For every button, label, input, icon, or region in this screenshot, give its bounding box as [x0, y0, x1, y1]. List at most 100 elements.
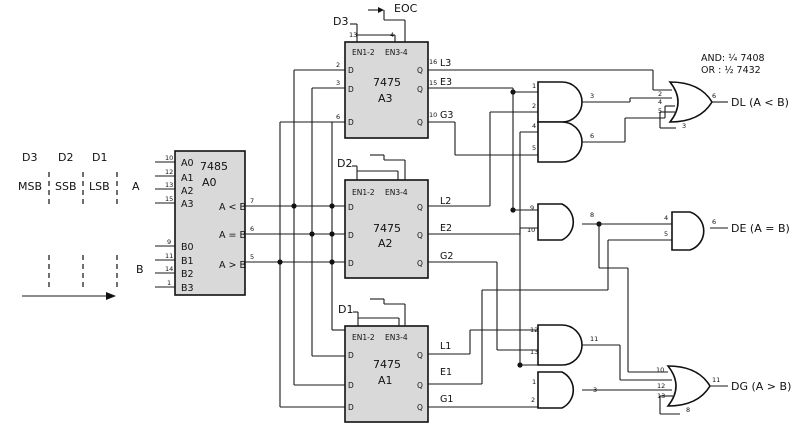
latch-a1-e1: E1: [440, 367, 452, 378]
pin-b2: B2: [181, 269, 194, 280]
and-gate-de: [671, 211, 705, 251]
direction-arrow: [22, 292, 116, 300]
and4-pin11: 11: [590, 335, 598, 343]
latch-a3: EN1-2 EN3-4 7475 A3 D D D Q Q Q: [344, 41, 429, 139]
de-pin6: 6: [712, 218, 716, 226]
latch-a1-output-wires: [428, 239, 672, 408]
pin-b1: B1: [181, 256, 194, 267]
latch-a2-l2: L2: [440, 196, 451, 207]
latch-a3-pin6: 6: [336, 113, 340, 121]
latch-a2-q2: Q: [417, 231, 423, 240]
latch-a3-d2: D: [348, 85, 354, 94]
out-eq-label: A = B: [219, 230, 246, 241]
latch-a3-pin4: 4: [390, 31, 394, 39]
d1-header: D1: [92, 151, 107, 164]
and2-pin5: 5: [532, 144, 536, 152]
and1-pin2: 2: [532, 102, 536, 110]
latch-a3-pin2: 2: [336, 61, 340, 69]
pin-num-b1: 11: [165, 252, 173, 260]
pin-num-lt: 7: [250, 197, 254, 205]
junction-dots: [277, 89, 602, 368]
pin-b3: B3: [181, 283, 194, 294]
pin-num-b3: 1: [167, 279, 171, 287]
legend-or: OR : ½ 7432: [701, 65, 761, 76]
latch-a1-q2: Q: [417, 381, 423, 390]
latch-a3-en12: EN1-2: [352, 48, 375, 57]
input-dividers: [48, 172, 118, 290]
comparator-ref: A0: [202, 176, 217, 189]
and3-pin9: 9: [530, 204, 534, 212]
latch-a3-pin15: 15: [429, 79, 437, 87]
latch-a3-g3: G3: [440, 110, 453, 121]
and4-pin13: 13: [530, 348, 538, 356]
latch-a1-part: 7475: [373, 358, 401, 371]
latch-a3-pin10: 10: [429, 111, 437, 119]
or-dl-pin6: 6: [712, 92, 716, 100]
a-input-label: A: [132, 180, 140, 193]
latch-a3-d3: D: [348, 118, 354, 127]
or-dl-pin3: 3: [682, 122, 686, 130]
ssb-label: SSB: [55, 180, 77, 193]
latch-a2-ref: A2: [378, 237, 393, 250]
latch-a2-d2: D: [348, 231, 354, 240]
latch-a2-d1: D: [348, 203, 354, 212]
pin-a1: A1: [181, 173, 194, 184]
latch-a2-e2: E2: [440, 223, 452, 234]
and1-pin1: 1: [532, 82, 536, 90]
latch-a1-q1: Q: [417, 351, 423, 360]
latch-a2-en34: EN3-4: [385, 188, 408, 197]
comparator-7485: 7485 A0 A0 A1 A2 A3 B0 B1 B2 B3 A < B A …: [174, 150, 246, 296]
or-dg-pin12: 12: [657, 382, 665, 390]
latch-a2-d-input: D2: [337, 157, 352, 170]
and3-pin8: 8: [590, 211, 594, 219]
latch-a3-q3: Q: [417, 118, 423, 127]
latch-a1-en12: EN1-2: [352, 333, 375, 342]
pin-num-a0: 10: [165, 154, 173, 162]
and-gate-5: [537, 371, 575, 409]
and-gate-1: [537, 81, 583, 123]
pin-a3: A3: [181, 199, 194, 210]
latch-a3-pin16: 16: [429, 58, 437, 66]
output-dg: DG (A > B): [731, 380, 791, 393]
pin-a2: A2: [181, 186, 194, 197]
pin-num-a2: 13: [165, 181, 173, 189]
or-dg-pin10: 10: [656, 366, 664, 374]
latch-a1: EN1-2 EN3-4 7475 A1 D D D Q Q Q: [344, 325, 429, 423]
latch-a2-q1: Q: [417, 203, 423, 212]
latch-a3-l3: L3: [440, 58, 451, 69]
latch-a3-pin3: 3: [336, 79, 340, 87]
latch-a3-ref: A3: [378, 92, 393, 105]
latch-a3-d-input: D3: [333, 15, 348, 28]
or-dl-pin2: 2: [658, 90, 662, 98]
latch-a2-part: 7475: [373, 222, 401, 235]
latch-a3-output-wires: [428, 69, 672, 210]
and5-pin1: 1: [532, 378, 536, 386]
output-de: DE (A = B): [731, 222, 790, 235]
lsb-label: LSB: [89, 180, 110, 193]
eoc-marker: [368, 7, 406, 42]
eoc-label: EOC: [394, 2, 418, 15]
latch-a2-q3: Q: [417, 259, 423, 268]
output-dl: DL (A < B): [731, 96, 789, 109]
latch-a1-d1: D: [348, 351, 354, 360]
latch-a1-en34: EN3-4: [385, 333, 408, 342]
latch-a1-l1: L1: [440, 341, 451, 352]
d3-header: D3: [22, 151, 37, 164]
latch-a2-output-wires: [428, 111, 538, 351]
latch-a2: EN1-2 EN3-4 7475 A2 D D D Q Q Q: [344, 179, 429, 279]
or-dl-pin5: 5: [658, 107, 662, 115]
or-dg-pin8: 8: [686, 406, 690, 414]
and2-pin6: 6: [590, 132, 594, 140]
pin-num-b2: 14: [165, 265, 173, 273]
or-dl-pin4: 4: [658, 98, 662, 106]
pin-a0: A0: [181, 158, 194, 169]
d2-header: D2: [58, 151, 73, 164]
pin-num-a1: 12: [165, 168, 173, 176]
and-gate-4: [537, 324, 583, 366]
and2-pin4: 4: [532, 122, 536, 130]
pin-num-b0: 9: [167, 238, 171, 246]
de-pin4: 4: [664, 214, 668, 222]
latch-a3-en34: EN3-4: [385, 48, 408, 57]
latch-a3-part: 7475: [373, 76, 401, 89]
